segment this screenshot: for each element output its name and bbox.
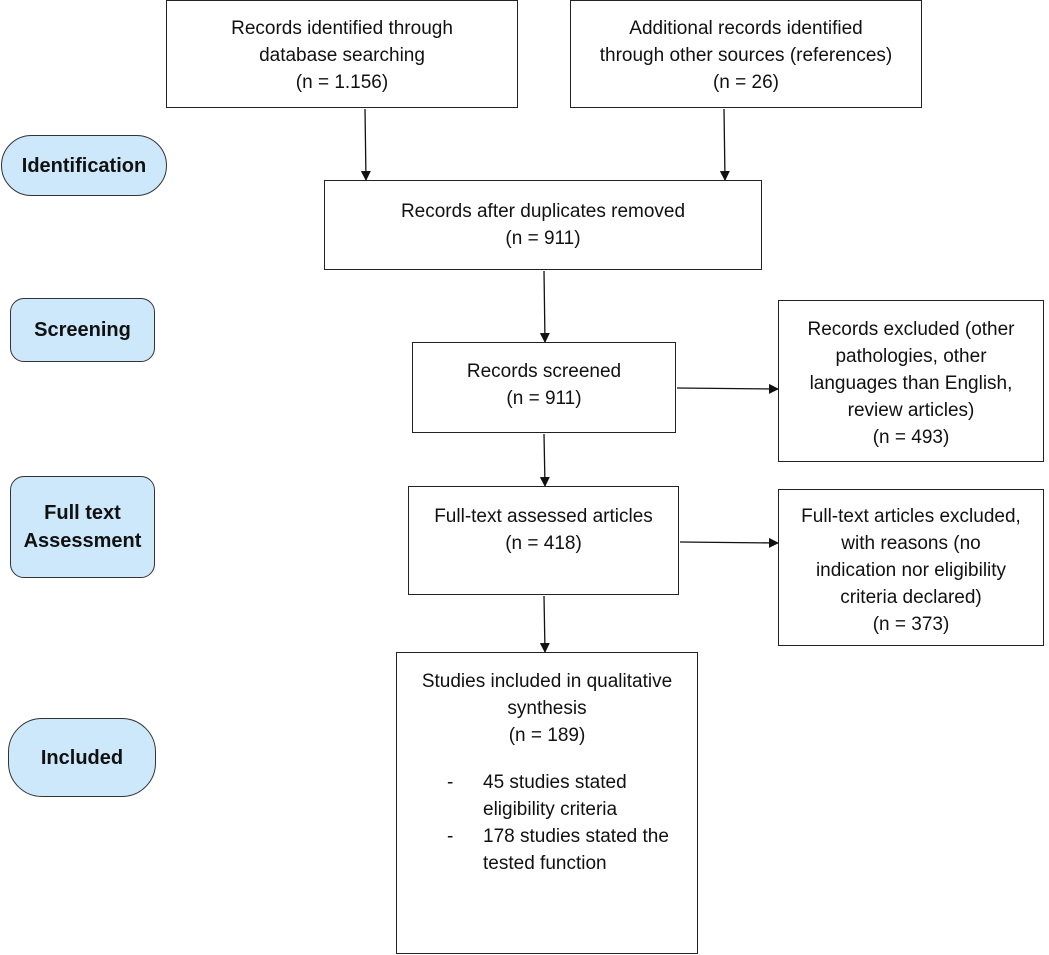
included-bullet-item: - 45 studies stated eligibility criteria [397, 769, 697, 823]
box-records-excluded-line1: Records excluded (other [807, 319, 1015, 340]
stage-screening: Screening [10, 298, 155, 362]
included-bullet-item: - 178 studies stated the tested function [397, 823, 697, 877]
box-fulltext-excluded-count: (n = 373) [872, 614, 950, 635]
box-records-screened: Records screened (n = 911) [412, 342, 676, 433]
box-records-excluded-count: (n = 493) [872, 427, 950, 448]
box-studies-included-count: (n = 189) [508, 725, 586, 746]
box-studies-included-line2: synthesis [507, 698, 587, 719]
box-database-line2: database searching [259, 45, 425, 66]
stage-screening-label: Screening [34, 319, 131, 341]
box-records-screened-line1: Records screened [466, 361, 622, 382]
arrow-screened-to-excluded [676, 383, 779, 394]
box-other-sources-line1: Additional records identified [629, 18, 863, 39]
box-database-count: (n = 1.156) [295, 72, 389, 93]
bullet-dash: - [447, 826, 454, 847]
included-bullet-list: - 45 studies stated eligibility criteria… [397, 769, 697, 877]
box-after-duplicates-line1: Records after duplicates removed [400, 201, 686, 222]
box-after-duplicates-count: (n = 911) [505, 228, 581, 249]
box-other-sources: Additional records identified through ot… [570, 0, 922, 108]
stage-included-label: Included [40, 746, 124, 769]
arrow-screened-to-assessed [539, 433, 550, 487]
box-fulltext-assessed: Full-text assessed articles (n = 418) [408, 486, 679, 595]
box-studies-included: Studies included in qualitative synthesi… [396, 652, 698, 954]
box-fulltext-assessed-count: (n = 418) [505, 533, 582, 554]
box-records-excluded: Records excluded (other pathologies, oth… [778, 300, 1044, 462]
box-records-screened-count: (n = 911) [506, 388, 582, 409]
box-fulltext-excluded-line1: Full-text articles excluded, [801, 506, 1021, 527]
box-database-line1: Records identified through [231, 18, 453, 39]
box-records-excluded-line2: pathologies, other [835, 346, 987, 367]
stage-identification: Identification [1, 135, 167, 196]
arrow-assessed-to-included [539, 595, 550, 653]
arrow-assessed-to-excluded [679, 537, 779, 548]
stage-included: Included [8, 718, 156, 797]
arrow-duplicates-to-screened [539, 270, 550, 343]
box-fulltext-excluded: Full-text articles excluded, with reason… [778, 489, 1044, 646]
arrow-database-to-duplicates [360, 108, 371, 181]
bullet-text: 45 studies stated eligibility criteria [483, 772, 627, 820]
stage-assessment-label-line2: Assessment [23, 530, 142, 552]
box-other-sources-line2: through other sources (references) [599, 45, 893, 66]
box-fulltext-excluded-line3: indication nor eligibility [815, 560, 1007, 581]
box-other-sources-count: (n = 26) [712, 72, 779, 93]
box-database-records: Records identified through database sear… [166, 0, 518, 108]
stage-identification-label: Identification [21, 154, 147, 177]
box-fulltext-excluded-line4: criteria declared) [840, 587, 982, 608]
box-fulltext-assessed-line1: Full-text assessed articles [434, 506, 653, 527]
stage-assessment-label-line1: Full text [44, 502, 121, 524]
stage-assessment: Full text Assessment [10, 476, 155, 578]
box-records-excluded-line4: review articles) [847, 400, 975, 421]
arrow-other-to-duplicates [719, 108, 730, 181]
bullet-text: 178 studies stated the tested function [483, 826, 669, 874]
bullet-dash: - [447, 772, 454, 793]
box-records-excluded-line3: languages than English, [809, 373, 1013, 394]
box-after-duplicates: Records after duplicates removed (n = 91… [324, 180, 762, 270]
box-fulltext-excluded-line2: with reasons (no [841, 533, 981, 554]
box-studies-included-line1: Studies included in qualitative [421, 671, 673, 692]
